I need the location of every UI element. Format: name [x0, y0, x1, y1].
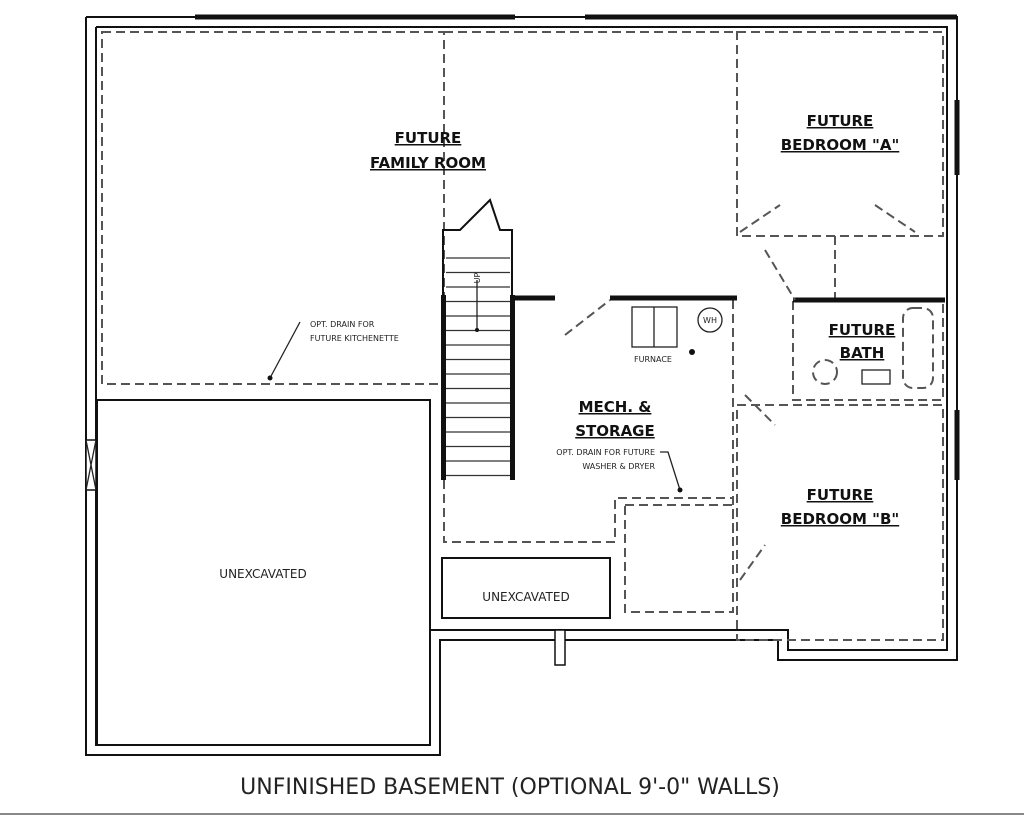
washer-note-2: WASHER & DRYER	[582, 462, 655, 471]
bathtub-icon	[902, 307, 934, 389]
labels: FUTURE FAMILY ROOM FUTURE BEDROOM "A" FU…	[219, 112, 899, 800]
water-heater-label: WH	[703, 316, 717, 325]
fixtures	[267, 306, 934, 493]
bedroom-a-label-2: BEDROOM "A"	[781, 136, 900, 154]
door[interactable]	[744, 394, 776, 426]
unexcavated-small-label: UNEXCAVATED	[482, 590, 569, 604]
unexcavated-large-label: UNEXCAVATED	[219, 567, 306, 581]
kitchenette-note-2: FUTURE KITCHENETTE	[310, 334, 399, 343]
furnace-label: FURNACE	[634, 355, 672, 364]
bedroom-b-label-1: FUTURE	[807, 486, 874, 504]
bath-label-2: BATH	[840, 344, 885, 362]
family-room-label-1: FUTURE	[395, 129, 462, 147]
washer-note-1: OPT. DRAIN FOR FUTURE	[556, 448, 655, 457]
bath-label-1: FUTURE	[829, 321, 896, 339]
family-room-label-2: FAMILY ROOM	[370, 154, 486, 172]
mech-label-2: STORAGE	[575, 422, 655, 440]
door[interactable]	[739, 204, 781, 233]
interior-walls	[512, 204, 945, 581]
kitchenette-note-1: OPT. DRAIN FOR	[310, 320, 375, 329]
stairs	[441, 198, 515, 480]
door[interactable]	[739, 544, 766, 581]
toilet-icon	[812, 359, 838, 385]
bedroom-a-label-1: FUTURE	[807, 112, 874, 130]
stair-direction-label: UP	[473, 272, 482, 283]
floor-drain-icon	[689, 349, 695, 355]
door[interactable]	[564, 299, 611, 336]
door[interactable]	[764, 249, 796, 301]
bedroom-b-label-2: BEDROOM "B"	[781, 510, 899, 528]
door[interactable]	[874, 204, 916, 233]
room-outlines	[96, 31, 944, 746]
plan-title: UNFINISHED BASEMENT (OPTIONAL 9'-0" WALL…	[240, 775, 780, 800]
water-heater-icon	[697, 307, 723, 333]
sink-icon	[861, 369, 891, 385]
mech-label-1: MECH. &	[579, 398, 652, 416]
